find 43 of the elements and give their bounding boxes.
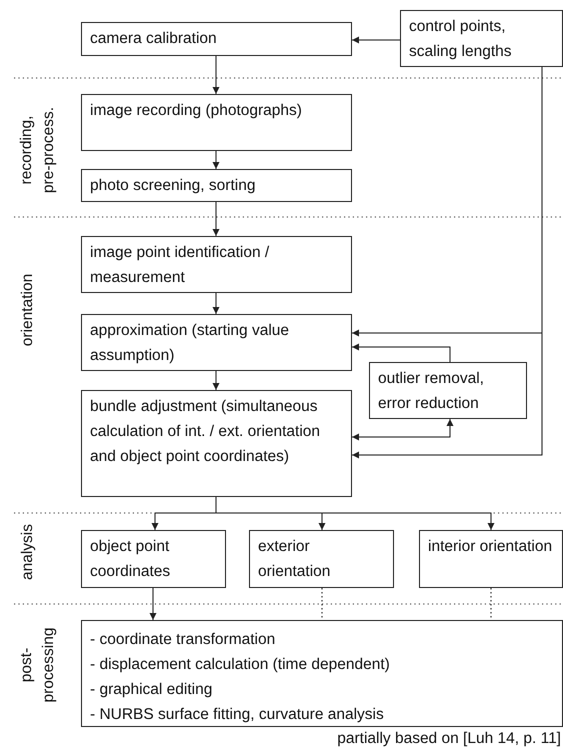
arrow	[212, 56, 220, 94]
arrow	[212, 292, 220, 314]
box-text: photo screening, sorting	[90, 176, 256, 196]
box-text: outlier removal, error reduction	[378, 369, 485, 414]
process-box	[400, 10, 563, 67]
section-label: post-processing	[17, 626, 58, 704]
box-text: exterior orientation	[258, 537, 332, 582]
section-label: recording, pre-process.	[17, 106, 58, 196]
arrow	[352, 418, 454, 440]
arrow	[212, 370, 220, 390]
arrow	[216, 496, 494, 530]
box-text: - NURBS surface fitting, curvature analysis	[90, 705, 385, 725]
process-box	[81, 314, 352, 371]
box-text: - graphical editing	[90, 680, 214, 700]
process-box	[81, 236, 352, 293]
arrow	[212, 150, 220, 170]
list-box	[81, 620, 563, 727]
arrow	[150, 588, 156, 620]
box-text: object point coordinates	[90, 537, 172, 582]
process-box	[419, 530, 563, 588]
arrow	[352, 36, 400, 44]
process-box	[369, 362, 527, 419]
section-label: analysis	[18, 524, 37, 580]
process-box	[81, 530, 226, 588]
process-box	[81, 22, 352, 56]
process-box	[81, 390, 352, 497]
arrow	[212, 202, 220, 236]
process-box	[81, 94, 352, 151]
box-text: image point identification / measurement	[90, 243, 270, 288]
dotted-connector	[490, 588, 492, 620]
process-box	[81, 169, 352, 202]
section-label: orientation	[18, 274, 37, 346]
box-text: camera calibration	[90, 29, 218, 49]
box-text: control points, scaling lengths	[409, 17, 513, 62]
box-text: approximation (starting value assumption)	[90, 321, 290, 366]
box-text: image recording (photographs)	[90, 101, 303, 121]
box-text: - displacement calculation (time dependent)	[90, 655, 391, 675]
box-text: bundle adjustment (simultaneous calculation of int. / ext. orientation and object point coordinates)	[90, 397, 322, 467]
arrow	[352, 344, 450, 362]
box-text: - coordinate transformation	[90, 630, 276, 650]
source-caption: partially based on [Luh 14, p. 11]	[337, 729, 561, 749]
process-box	[249, 530, 394, 588]
box-text: interior orientation	[428, 537, 554, 557]
